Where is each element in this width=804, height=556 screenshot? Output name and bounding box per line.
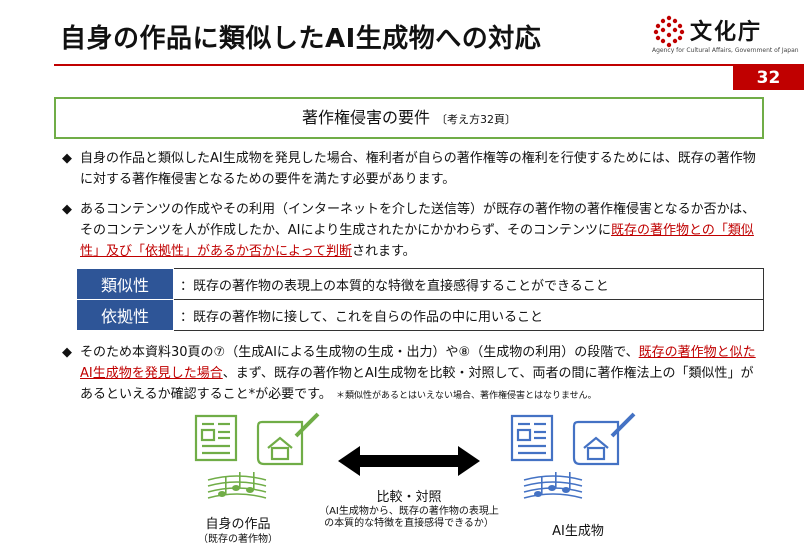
definition-desc: ：既存の著作物の表現上の本質的な特徴を直接感得することができること xyxy=(173,268,764,300)
ai-output-icons xyxy=(510,412,636,499)
bullet-1: ◆ 自身の作品と類似したAI生成物を発見した場合、権利者が自らの著作権等の権利を… xyxy=(62,148,762,190)
ai-output-label: AI生成物 xyxy=(552,524,604,539)
house-drawing-icon xyxy=(572,412,636,466)
bullet-highlight: 既存の著作物と似たAI生成物を発見した場合 xyxy=(80,345,756,381)
agency-logo-subtitle: Agency for Cultural Affairs, Government … xyxy=(652,47,799,54)
music-icon xyxy=(207,472,267,499)
table-row: 類似性 ：既存の著作物の表現上の本質的な特徴を直接感得することができること xyxy=(76,268,764,300)
bullet-text-post: されます。 xyxy=(351,244,416,259)
bullet-2: ◆ あるコンテンツの作成やその利用（インターネットを介した送信等）が既存の著作物… xyxy=(62,199,762,262)
bullet-mark: ◆ xyxy=(62,151,72,166)
compare-note-1: （AI生成物から、既存の著作物の表現上 xyxy=(319,506,499,517)
bullet-note: ＊類似性があるとはいえない場合、著作権侵害とはなりません。 xyxy=(335,391,597,401)
bullet-text-post: 、まず、既存の著作物とAI生成物を比較・対照して、両者の間に著作権法上の「類似性… xyxy=(80,366,754,402)
music-icon xyxy=(523,472,583,499)
requirement-ref: 〔考え方32頁〕 xyxy=(436,113,516,126)
bullet-mark: ◆ xyxy=(62,202,72,217)
own-work-icons xyxy=(194,412,320,499)
compare-label: 比較・対照 xyxy=(376,490,442,505)
compare-note-2: の本質的な特徴を直接感得できるか） xyxy=(324,518,494,529)
double-arrow-icon xyxy=(338,446,480,476)
page-title: 自身の作品に類似したAI生成物への対応 xyxy=(60,24,542,54)
bullet-text-pre: そのため本資料30頁の⑦（生成AIによる生成物の生成・出力）や⑧（生成物の利用）… xyxy=(80,345,639,360)
definition-desc: ：既存の著作物に接して、これを自らの作品の中に用いること xyxy=(173,299,764,331)
definitions-table: 類似性 ：既存の著作物の表現上の本質的な特徴を直接感得することができること 依拠… xyxy=(76,268,764,331)
bullet-mark: ◆ xyxy=(62,345,72,360)
agency-logo-name: 文化庁 xyxy=(690,19,763,45)
house-drawing-icon xyxy=(256,412,320,466)
header-divider xyxy=(54,64,804,66)
requirement-box: 著作権侵害の要件〔考え方32頁〕 xyxy=(54,97,764,139)
document-icon xyxy=(510,414,554,462)
own-work-label: 自身の作品 xyxy=(205,517,271,532)
bullet-3: ◆ そのため本資料30頁の⑦（生成AIによる生成物の生成・出力）や⑧（生成物の利… xyxy=(62,342,762,407)
page-number: 32 xyxy=(733,66,804,90)
bullet-text-pre: あるコンテンツの作成やその利用（インターネットを介した送信等）が既存の著作物の著… xyxy=(80,202,756,238)
bullet-text: あるコンテンツの作成やその利用（インターネットを介した送信等）が既存の著作物の著… xyxy=(80,199,762,262)
bullet-highlight: 既存の著作物との「類似性」及び「依拠性」があるか否かによって判断 xyxy=(80,223,754,259)
document-icon xyxy=(194,414,238,462)
bullet-text: そのため本資料30頁の⑦（生成AIによる生成物の生成・出力）や⑧（生成物の利用）… xyxy=(80,342,762,407)
agency-logo-icon xyxy=(653,15,685,48)
definition-term: 類似性 xyxy=(76,268,174,300)
definition-term: 依拠性 xyxy=(76,299,174,331)
bullet-text: 自身の作品と類似したAI生成物を発見した場合、権利者が自らの著作権等の権利を行使… xyxy=(80,151,756,187)
table-row: 依拠性 ：既存の著作物に接して、これを自らの作品の中に用いること xyxy=(76,299,764,331)
requirement-title: 著作権侵害の要件 xyxy=(301,108,430,127)
own-work-sublabel: （既存の著作物） xyxy=(198,534,278,545)
